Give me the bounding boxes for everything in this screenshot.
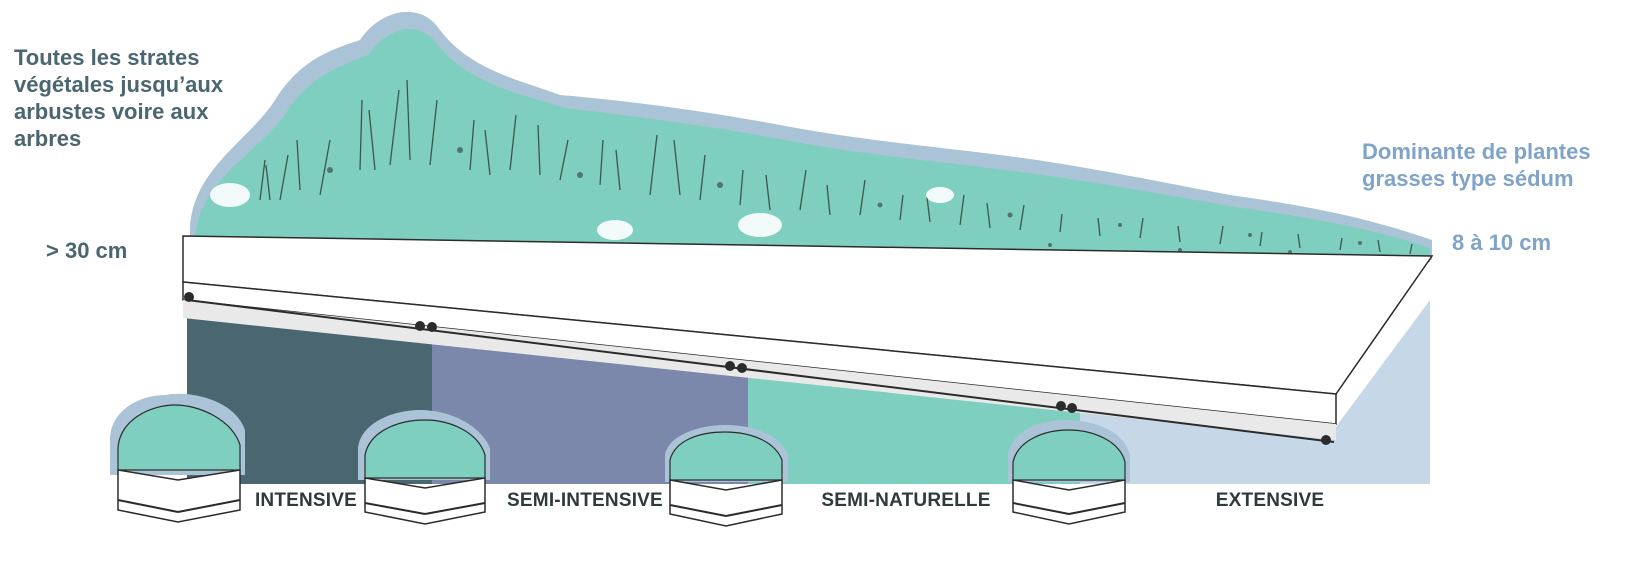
cube-intensive <box>110 393 245 523</box>
roof-slab <box>182 235 1434 443</box>
intensive-depth: > 30 cm <box>46 238 128 263</box>
vegetation-body <box>195 28 1430 263</box>
marker-semi-naturelle-start <box>737 363 747 373</box>
zone-label-extensive: EXTENSIVE <box>1215 490 1325 511</box>
vegetation <box>190 11 1432 263</box>
marker-semi-intensive-start <box>427 322 437 332</box>
zone-label-semi-naturelle: SEMI-NATURELLE <box>821 490 991 511</box>
marker-end <box>1321 435 1331 445</box>
zone-label-intensive: INTENSIVE <box>254 490 358 511</box>
marker-semi-intensive-end <box>725 361 735 371</box>
zone-block-semi-naturelle <box>748 360 1080 484</box>
marker-extensive-start <box>1067 403 1077 413</box>
extensive-description: Dominante de plantes grasses type sédum <box>1362 139 1591 191</box>
zone-markers <box>184 292 1331 445</box>
intensive-description: Toutes les strates végétales jusqu’aux a… <box>14 45 224 151</box>
cube-extensive <box>1008 420 1130 525</box>
marker-start <box>184 292 194 302</box>
zone-label-semi-intensive: SEMI-INTENSIVE <box>507 490 663 511</box>
marker-semi-naturelle-end <box>1056 401 1066 411</box>
slab-base-line <box>186 299 1335 443</box>
cube-semi-intensive <box>358 410 490 525</box>
zone-block-extensive <box>1080 300 1430 484</box>
marker-intensive-end <box>415 321 425 331</box>
cube-semi-naturelle <box>665 425 788 527</box>
extensive-depth: 8 à 10 cm <box>1452 230 1552 255</box>
